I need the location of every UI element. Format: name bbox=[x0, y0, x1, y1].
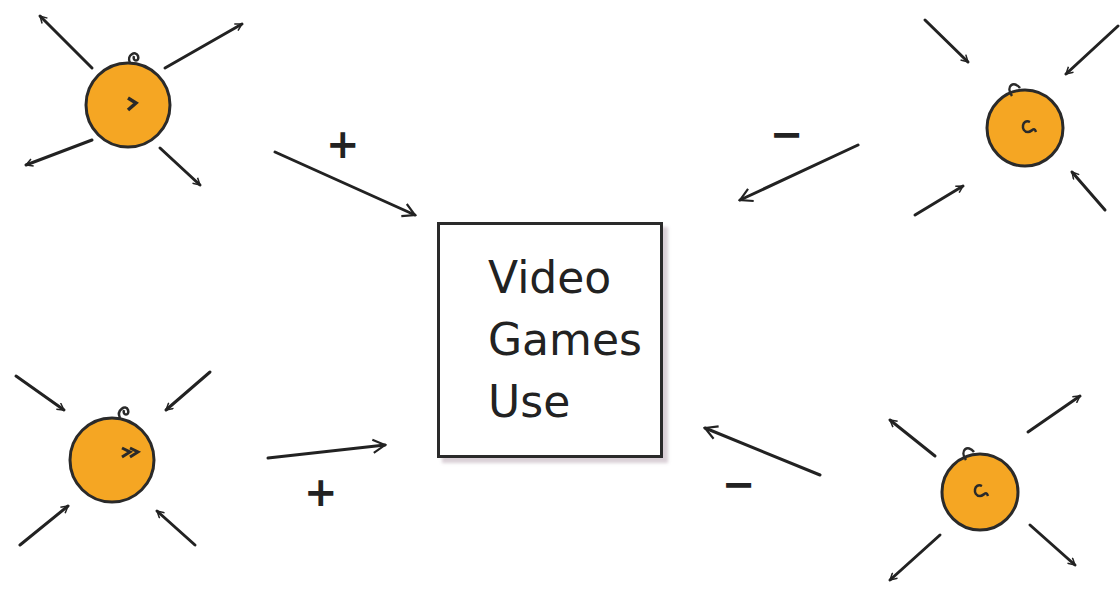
influence-sign: + bbox=[326, 124, 360, 164]
influence-sign: − bbox=[770, 114, 804, 154]
outward-arrows bbox=[26, 16, 242, 185]
person-figures bbox=[70, 53, 1063, 530]
influence-sign: − bbox=[722, 464, 756, 504]
influence-sign: + bbox=[304, 472, 338, 512]
process-box: Video Games Use bbox=[437, 222, 663, 458]
influence-arrows bbox=[268, 145, 858, 475]
inward-arrows bbox=[16, 372, 210, 545]
box-label: Video Games Use bbox=[488, 247, 650, 433]
inward-arrows bbox=[915, 20, 1118, 215]
outward-arrows bbox=[890, 396, 1080, 580]
